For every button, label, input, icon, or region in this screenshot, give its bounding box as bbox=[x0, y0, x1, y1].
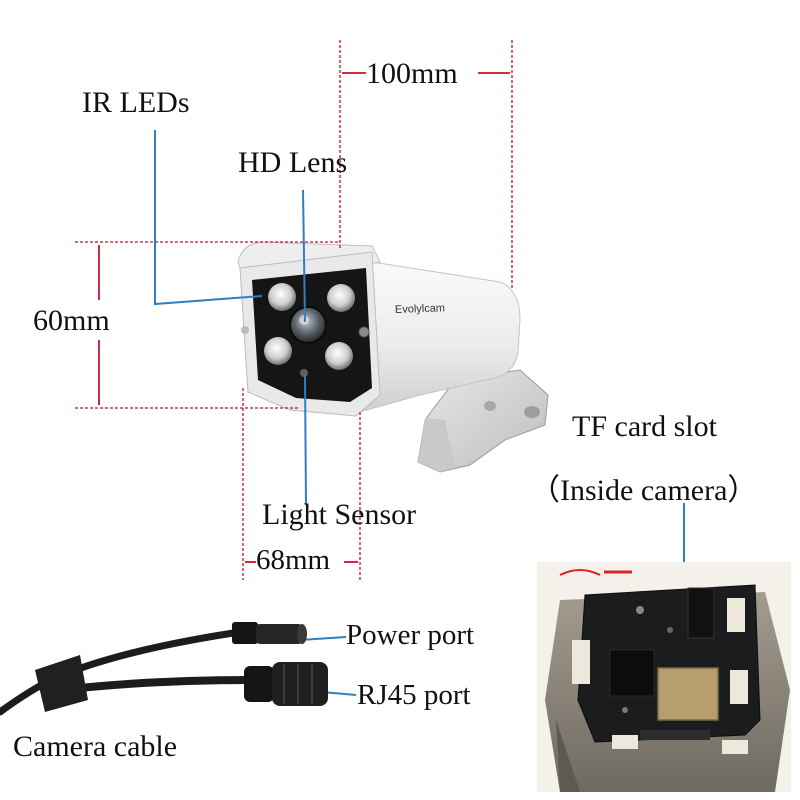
inside-camera-photo bbox=[537, 562, 791, 792]
camera-bracket bbox=[417, 369, 549, 473]
power-port-connector bbox=[232, 622, 307, 644]
tf-card-slot bbox=[657, 667, 719, 721]
label-hd-lens: HD Lens bbox=[238, 146, 348, 179]
brand-logo: Evolylcam bbox=[395, 302, 446, 316]
cable-splitter bbox=[35, 655, 88, 712]
camera-cable bbox=[0, 622, 328, 716]
label-ir-leds: IR LEDs bbox=[82, 86, 190, 119]
rj45-port-connector bbox=[244, 662, 328, 706]
ir-led bbox=[325, 342, 353, 370]
label-inside-camera: （Inside camera） bbox=[530, 474, 758, 507]
processor-chip bbox=[609, 649, 655, 697]
hd-lens bbox=[289, 306, 327, 344]
light-sensor bbox=[300, 369, 308, 377]
dimension-height-label: 60mm bbox=[33, 304, 110, 337]
label-rj45-port: RJ45 port bbox=[357, 679, 471, 711]
label-light-sensor: Light Sensor bbox=[262, 498, 417, 531]
dimension-length-label: 100mm bbox=[366, 57, 458, 90]
label-camera-cable: Camera cable bbox=[13, 730, 178, 763]
label-tf-card-slot: TF card slot bbox=[572, 410, 717, 443]
label-power-port: Power port bbox=[346, 619, 475, 651]
ir-led bbox=[264, 337, 292, 365]
ir-led-array bbox=[264, 283, 355, 370]
dimension-depth-label: 68mm bbox=[256, 544, 331, 576]
dimension-arrows bbox=[98, 72, 510, 563]
ir-led bbox=[327, 284, 355, 312]
dimension-lines bbox=[75, 40, 513, 580]
ir-led bbox=[268, 283, 296, 311]
